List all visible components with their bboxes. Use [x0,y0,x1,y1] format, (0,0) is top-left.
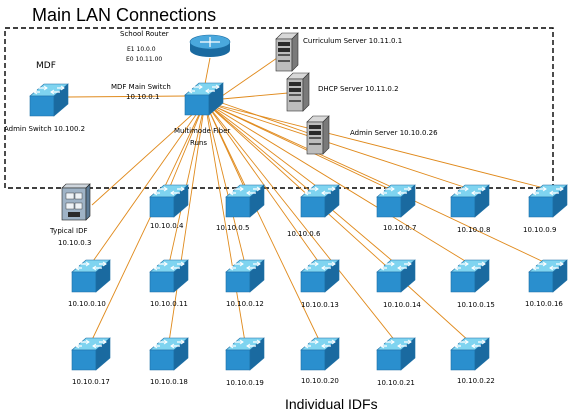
idf-switch-icon [71,259,111,293]
main-switch-ip: 10.10.0.1 [126,93,159,101]
main-switch-label: MDF Main Switch [111,83,171,91]
idf-ip-label: 10.10.0.15 [457,301,495,309]
router-label: School Router [120,30,169,38]
fiber-run-link [204,101,397,343]
typical-idf-ip: 10.10.0.3 [58,239,91,247]
fiber-run-link [204,101,549,190]
idf-ip-label: 10.10.0.13 [301,301,339,309]
idf-ip-label: 10.10.0.20 [301,377,339,385]
idf-switch-icon [149,259,189,293]
router-interface-e1: E1 10.0.0 [127,46,156,53]
idf-ip-label: 10.10.0.7 [383,224,416,232]
typical-idf-link [91,111,196,206]
admin-switch-icon [29,83,69,117]
fiber-label-line2: Runs [190,139,207,147]
curriculum-server-label: Curriculum Server 10.11.0.1 [303,37,402,45]
idf-ip-label: 10.10.0.8 [457,226,490,234]
fiber-run-link [204,101,549,265]
idf-ip-label: 10.10.0.4 [150,222,184,230]
admin-switch-link [67,95,188,98]
dhcp-server-label: DHCP Server 10.11.0.2 [318,85,399,93]
fiber-run-link [204,101,246,343]
idf-ip-label: 10.10.0.18 [150,378,188,386]
router-to-switch-link [204,57,211,85]
router-icon [189,34,231,57]
fiber-run-link [204,101,397,265]
admin-server-link [221,102,309,134]
idf-ip-label: 10.10.0.14 [383,301,421,309]
dhcp-server-icon [286,72,310,112]
router-interface-e0: E0 10.11.00 [126,56,162,63]
idf-switch-icon [450,337,490,371]
idf-switch-icon [376,184,416,218]
admin-server-icon [306,115,330,155]
fiber-run-link [204,101,246,265]
idf-switch-icon [300,259,340,293]
idf-switch-icon [225,337,265,371]
idf-switch-icon [528,259,568,293]
idf-ip-label: 10.10.0.19 [226,379,264,387]
idf-ip-label: 10.10.0.21 [377,379,415,387]
mdf-label: MDF [36,61,56,71]
idf-ip-label: 10.10.0.17 [72,378,110,386]
footer-caption: Individual IDFs [285,396,378,412]
fiber-run-link [204,101,321,190]
fiber-label-line1: Multimode Fiber [174,127,230,135]
idf-switch-icon [149,184,189,218]
fiber-run-link [204,101,321,265]
idf-building-icon [61,183,91,221]
fiber-run-link [204,101,471,343]
fiber-run-link [168,101,206,265]
fiber-run-link [204,101,397,190]
idf-switch-icon [300,184,340,218]
idf-switch-group: 10.10.0.4 10.10.0.5 10.10.0.6 10.10.0.7 10.1… [68,184,568,387]
diagram-title: Main LAN Connections [32,5,216,25]
idf-switch-icon [450,259,490,293]
idf-switch-icon [300,337,340,371]
fiber-run-link [90,101,206,343]
idf-ip-label: 10.10.0.10 [68,300,106,308]
fiber-run-link [204,101,471,190]
idf-ip-label: 10.10.0.5 [216,224,249,232]
admin-server-label: Admin Server 10.10.0.26 [350,129,438,137]
mdf-main-switch-icon [184,82,224,116]
fiber-run-link [168,101,206,343]
fiber-run-link [90,101,206,265]
idf-switch-icon [450,184,490,218]
idf-ip-label: 10.10.0.6 [287,230,321,238]
mdf-boundary [4,27,554,189]
typical-idf-label: Typical IDF [49,227,88,235]
link-lines [67,57,549,343]
fiber-run-link [204,101,321,343]
curriculum-server-link [221,57,278,97]
fiber-run-link [168,101,206,190]
idf-ip-label: 10.10.0.16 [525,300,563,308]
idf-ip-label: 10.10.0.12 [226,300,264,308]
fiber-run-link [204,101,471,265]
idf-switch-icon [71,337,111,371]
dhcp-server-link [221,92,289,100]
idf-switch-icon [149,337,189,371]
idf-ip-label: 10.10.0.22 [457,377,495,385]
curriculum-server-icon [275,32,299,72]
idf-switch-icon [376,337,416,371]
idf-ip-label: 10.10.0.9 [523,226,556,234]
idf-ip-label: 10.10.0.11 [150,300,188,308]
admin-switch-label: Admin Switch 10.100.2 [4,125,85,133]
idf-switch-icon [528,184,568,218]
